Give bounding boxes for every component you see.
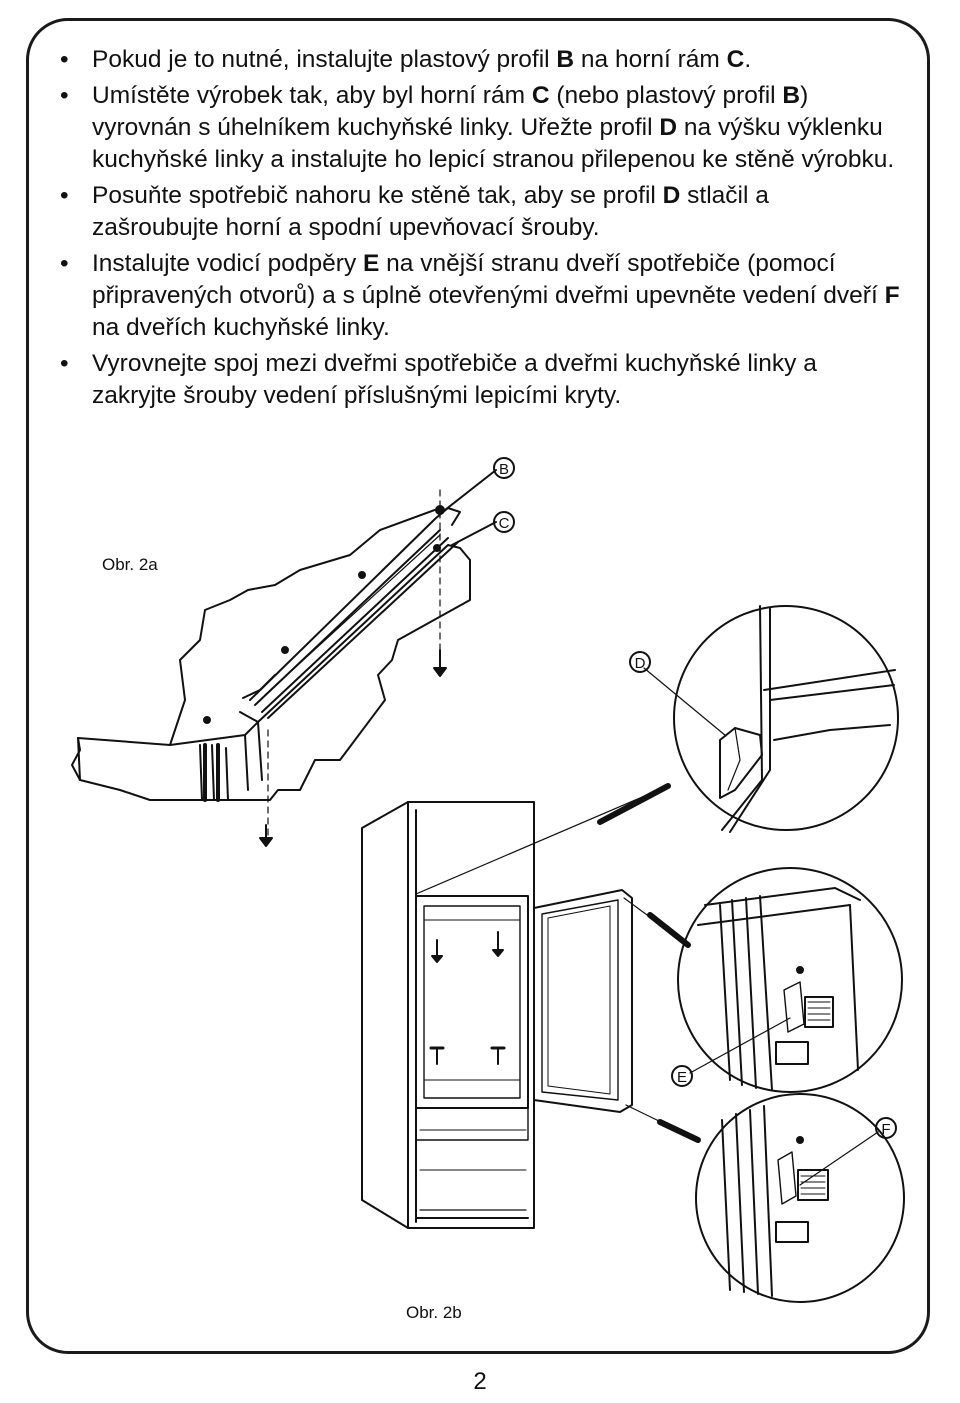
detail-circle-f — [695, 1093, 905, 1303]
fig-2b-label: Obr. 2b — [406, 1303, 462, 1322]
callout-c-label: C — [499, 515, 510, 532]
detail-circle-d — [629, 605, 899, 833]
bullet: • — [60, 46, 69, 73]
callout-e-label: E — [677, 1069, 687, 1086]
bullet: • — [60, 182, 69, 209]
bullet: • — [60, 350, 69, 377]
callout-c — [493, 511, 515, 533]
instruction-1: •Pokud je to nutné, instalujte plastový … — [52, 44, 902, 76]
instruction-3: •Posuňte spotřebič nahoru ke stěně tak, … — [60, 182, 769, 241]
page-frame — [26, 18, 930, 1354]
fig-2a-label: Obr. 2a — [102, 555, 158, 574]
instruction-4: •Instalujte vodicí podpěry E na vnější s… — [60, 250, 900, 341]
callout-b-label: B — [499, 461, 509, 478]
fig-2a-drawing — [71, 469, 497, 847]
callout-d-label: D — [635, 655, 646, 672]
bullet: • — [60, 250, 69, 277]
bullet: • — [60, 82, 69, 109]
page-number: 2 — [473, 1368, 487, 1395]
instruction-list: •Pokud je to nutné, instalujte plastový … — [52, 44, 902, 416]
fig-2b-drawing — [361, 783, 701, 1229]
instruction-5: •Vyrovnejte spoj mezi dveřmi spotřebiče … — [60, 350, 817, 409]
callout-f-label: F — [881, 1121, 890, 1138]
callout-b — [493, 457, 515, 479]
detail-circle-e — [671, 867, 903, 1093]
instruction-2: •Umístěte výrobek tak, aby byl horní rám… — [60, 82, 895, 173]
